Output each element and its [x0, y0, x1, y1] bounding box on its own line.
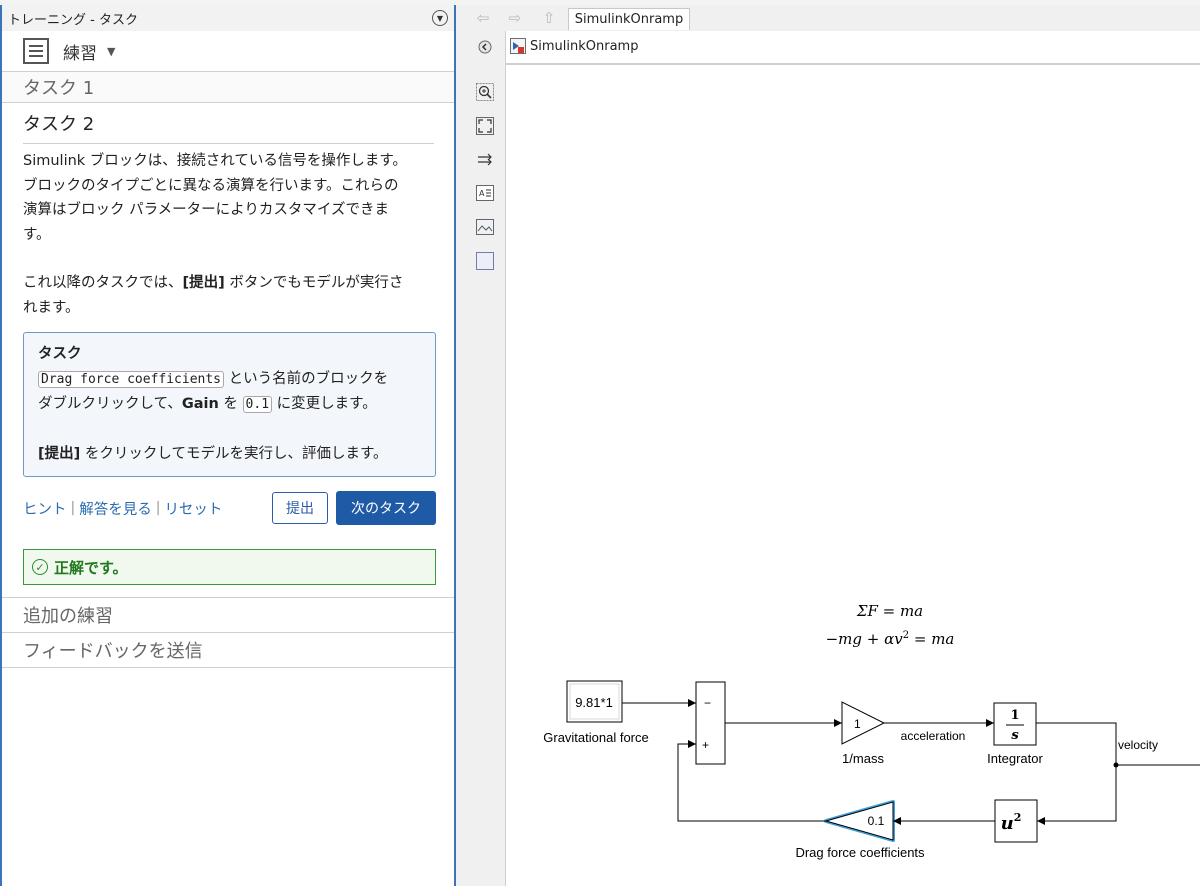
lesson-selector[interactable]: 練習 ▼ [2, 31, 454, 71]
show-answer-link[interactable]: 解答を見る [79, 501, 152, 518]
tab-simulink-onramp[interactable]: SimulinkOnramp [568, 8, 690, 30]
block-name-code: Drag force coefficients [38, 370, 225, 388]
reset-link[interactable]: リセット [164, 501, 223, 518]
task-box-gap [38, 418, 423, 442]
task-2-title: タスク 2 [23, 110, 434, 144]
link-separator: | [70, 500, 76, 516]
area-box-icon[interactable] [476, 252, 494, 270]
hide-browser-icon[interactable] [476, 38, 494, 56]
section-task-1[interactable]: タスク 1 [2, 71, 454, 103]
integrator-label: Integrator [987, 751, 1043, 766]
hint-link[interactable]: ヒント [23, 501, 67, 518]
correct-message: 正解です。 [54, 558, 128, 577]
task-line-2-post: に変更します。 [272, 396, 377, 412]
zoom-in-icon[interactable] [476, 83, 494, 101]
action-row: ヒント | 解答を見る | リセット 提出 次のタスク [23, 491, 436, 525]
signal-label-acceleration: acceleration [901, 729, 966, 743]
caret-down-icon[interactable]: ▼ [107, 44, 116, 58]
gain-block-1-over-mass[interactable]: 1 [841, 701, 886, 745]
submit-note-text-2: ボタンでもモデルが実行さ れます。 [23, 275, 404, 316]
extra-practice-label[interactable]: 追加の練習 [23, 606, 113, 627]
check-circle-icon: ✓ [32, 559, 48, 575]
task-description: Simulink ブロックは、接続されている信号を操作します。 ブロックのタイプ… [23, 153, 407, 243]
integrator-block[interactable]: 1 s [993, 702, 1037, 746]
submit-note: これ以降のタスクでは、[提出] ボタンでもモデルが実行さ れます。 [23, 271, 434, 320]
equation-forces-exponent: 2 [903, 630, 909, 641]
drag-gain-value: 0.1 [868, 814, 885, 828]
section-send-feedback[interactable]: フィードバックを送信 [2, 633, 454, 668]
model-icon-glyph [513, 42, 524, 53]
submit-note-bold: [提出] [182, 275, 225, 291]
panel-titlebar: トレーニング - タスク ▼ [2, 5, 454, 31]
gain-value: 1 [854, 717, 861, 731]
square-block-u2[interactable]: u2 [994, 799, 1038, 843]
section-task-1-label[interactable]: タスク 1 [23, 78, 95, 99]
gain-label: 1/mass [842, 751, 884, 766]
annotation-icon[interactable]: A [476, 184, 494, 202]
submit-button[interactable]: 提出 [272, 492, 328, 524]
sum-plus-sign: + [702, 738, 709, 752]
up-arrow-icon[interactable]: ⇧ [542, 9, 556, 27]
drag-gain-label: Drag force coefficients [795, 845, 925, 860]
image-icon[interactable] [476, 218, 494, 236]
submit-note-text: これ以降のタスクでは、 [23, 275, 183, 291]
constant-value: 9.81*1 [575, 695, 613, 710]
equation-forces-lhs: −mg + αv [826, 630, 904, 648]
collapse-icon[interactable]: ▼ [432, 10, 448, 26]
sum-minus-sign: − [704, 696, 711, 710]
address-bar: SimulinkOnramp [506, 31, 1200, 65]
gain-param-bold: Gain [181, 396, 219, 412]
value-code: 0.1 [242, 396, 273, 413]
correct-banner: ✓ 正解です。 [23, 549, 436, 585]
section-extra-practice[interactable]: 追加の練習 [2, 597, 454, 633]
integrator-denominator: s [1011, 728, 1019, 743]
line-drag-to-sum[interactable] [677, 740, 826, 822]
signal-label-velocity: velocity [1118, 738, 1158, 752]
submit-bold: [提出] [38, 445, 81, 462]
task-box-line-2: ダブルクリックして、Gain を 0.1 に変更します。 [38, 392, 423, 418]
equation-forces: −mg + αv2 = ma [826, 630, 955, 648]
svg-text:A: A [479, 189, 485, 198]
fit-to-view-icon[interactable] [476, 117, 494, 135]
equation-newton: ΣF = ma [856, 602, 923, 620]
model-icon [510, 38, 526, 54]
training-task-panel: トレーニング - タスク ▼ 練習 ▼ タスク 1 タスク 2 Simulink… [0, 5, 456, 886]
task-box-line-1: Drag force coefficients という名前のブロックを [38, 367, 423, 393]
panel-title: トレーニング - タスク [8, 12, 138, 28]
sum-block[interactable]: − + [695, 681, 726, 765]
line-velocity-feedback[interactable] [1036, 722, 1117, 825]
task-box-line-3: [提出] をクリックしてモデルを実行し、評価します。 [38, 442, 423, 467]
integrator-numerator: 1 [1010, 708, 1019, 723]
equation-forces-rhs: = ma [909, 630, 954, 648]
hamburger-menu-icon[interactable] [23, 38, 49, 64]
constant-label: Gravitational force [543, 730, 649, 745]
branch-point [1113, 762, 1119, 768]
task-box-heading: タスク [38, 346, 82, 362]
model-canvas[interactable]: ΣF = ma −mg + αv2 = ma 9.81*1 Gravitatio… [506, 65, 1200, 886]
send-feedback-label[interactable]: フィードバックを送信 [23, 641, 203, 662]
task-line-2-mid: を [218, 396, 243, 412]
square-block-base: u [1001, 813, 1014, 834]
link-separator: | [155, 500, 161, 516]
gain-block-drag-force-coefficients[interactable]: 0.1 [824, 800, 895, 842]
task-instruction-box: タスク Drag force coefficients という名前のブロックを … [23, 332, 436, 477]
signal-lines [622, 699, 1200, 825]
address-model-name[interactable]: SimulinkOnramp [530, 39, 639, 54]
constant-block-gravitational-force[interactable]: 9.81*1 [566, 680, 623, 723]
lesson-label[interactable]: 練習 [63, 43, 97, 64]
task-line-2-text: ダブルクリックして、 [38, 396, 182, 412]
signal-arrows-icon[interactable] [476, 151, 494, 169]
square-block-exponent: 2 [1014, 811, 1022, 824]
task-line-1-text: という名前のブロックを [224, 370, 389, 387]
next-task-button[interactable]: 次のタスク [336, 491, 436, 525]
forward-arrow-icon[interactable]: ⇨ [508, 9, 522, 27]
back-arrow-icon[interactable]: ⇦ [476, 9, 490, 27]
task-line-3-text: をクリックしてモデルを実行し、評価します。 [80, 445, 388, 462]
tool-palette: A [456, 31, 506, 886]
square-block-text: u2 [1001, 811, 1022, 834]
